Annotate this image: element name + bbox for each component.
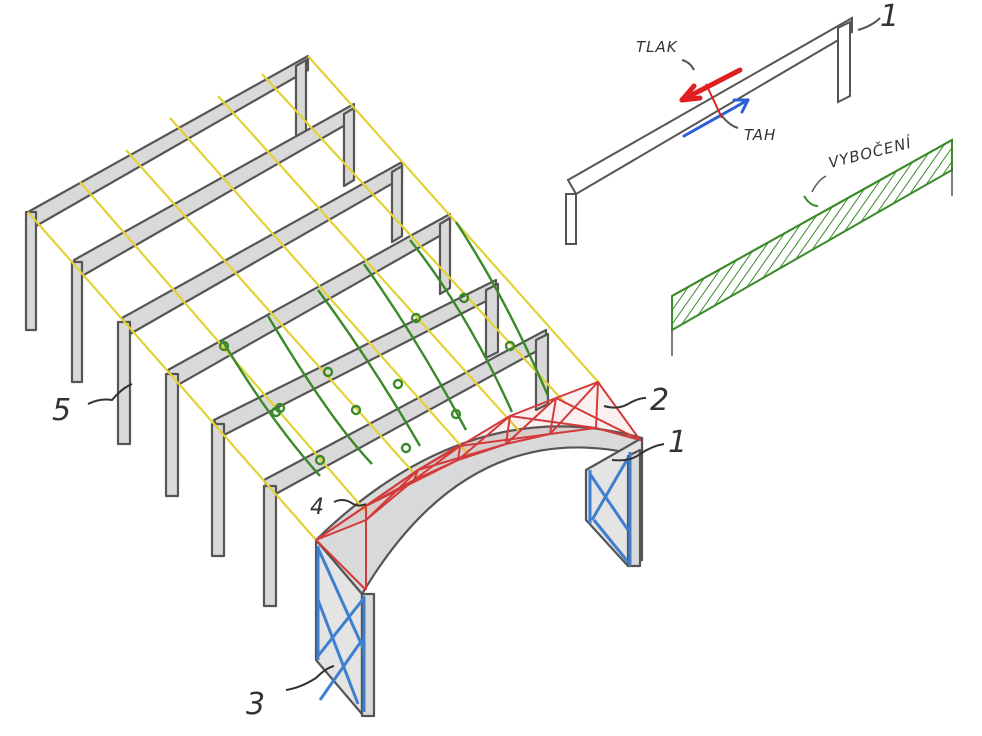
label-wall-bracing: 3	[246, 687, 265, 722]
detail-frame-forces	[565, 16, 881, 245]
compression-arrow	[679, 67, 743, 103]
label-buckling: VYBOČENÍ	[826, 133, 914, 172]
label-detail-frame: 1	[880, 0, 899, 34]
frame-front	[314, 425, 644, 718]
label-columns: 5	[52, 393, 71, 428]
frame-3	[116, 160, 404, 446]
wall-bracing	[316, 452, 632, 712]
label-frame: 1	[668, 425, 687, 460]
purlins	[27, 55, 601, 541]
frame-back	[24, 54, 310, 332]
label-roof-bracing: 2	[650, 383, 669, 418]
frame-4	[164, 212, 452, 498]
portal-frames	[24, 54, 644, 718]
buckling-supports	[671, 168, 953, 356]
label-tension: TAH	[744, 126, 776, 144]
roof-bracing	[315, 380, 643, 591]
frame-6	[262, 328, 550, 608]
label-compression: TLAK	[636, 38, 678, 56]
frame-2	[70, 102, 356, 384]
frame-5	[210, 278, 500, 558]
detail-buckling	[671, 138, 953, 332]
label-purlins: 4	[310, 495, 324, 520]
tension-arrow	[682, 98, 750, 138]
leader-lines	[87, 383, 665, 691]
force-connector	[705, 83, 723, 119]
purlin-restraints	[218, 221, 550, 477]
